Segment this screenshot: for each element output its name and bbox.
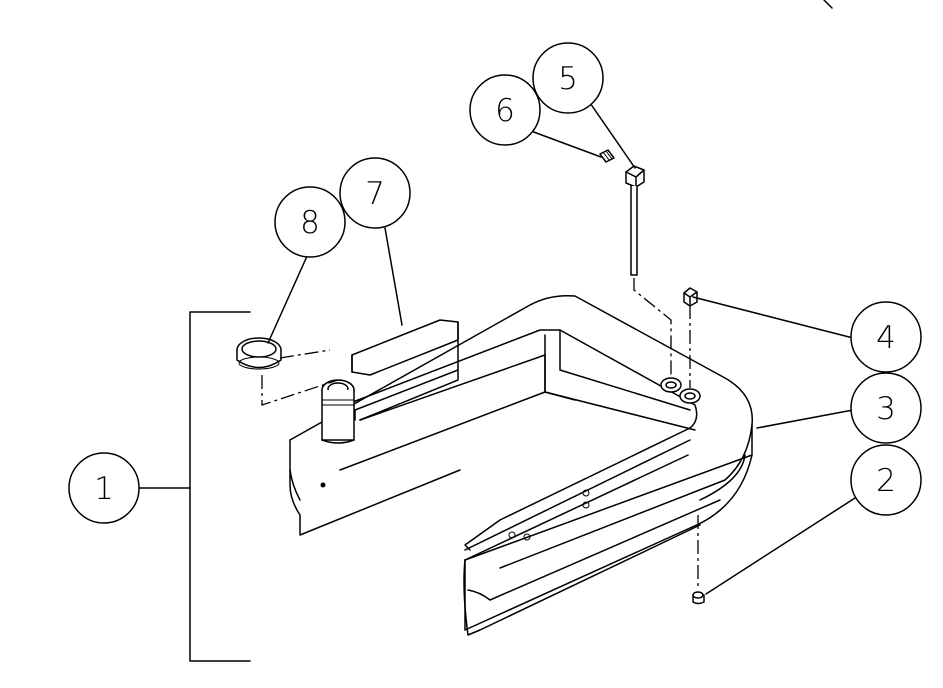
- callout-8-label: 8: [300, 205, 320, 241]
- tray-slot-part: [351, 319, 459, 421]
- elbow-fitting-part: [683, 287, 698, 307]
- cup-fitting: [321, 379, 355, 444]
- callout-1: 1: [68, 452, 140, 524]
- edge-mark: [823, 0, 833, 9]
- rod-part: [625, 165, 645, 276]
- assembly-lines: [261, 278, 699, 590]
- callout-3: 3: [850, 372, 922, 444]
- callout-4: 4: [850, 301, 922, 373]
- callout-7-label: 7: [365, 176, 385, 212]
- cap-part: [236, 337, 282, 370]
- callout-3-label: 3: [876, 391, 896, 427]
- callout-2-label: 2: [876, 463, 896, 499]
- callout-6-label: 6: [495, 93, 515, 129]
- nozzle-part: [599, 149, 615, 163]
- callout-5: 5: [532, 42, 604, 114]
- callout-1-label: 1: [94, 471, 114, 507]
- callout-2: 2: [850, 444, 922, 516]
- base-fittings: [660, 377, 701, 404]
- u-frame-base: [289, 294, 753, 636]
- callout-4-label: 4: [876, 320, 896, 356]
- callout-7: 7: [339, 157, 411, 229]
- callout-5-label: 5: [558, 61, 578, 97]
- callout-6: 6: [469, 74, 541, 146]
- assembly-bracket: [139, 311, 251, 662]
- leader-lines: [267, 99, 856, 595]
- foot-part: [692, 591, 705, 605]
- callout-8: 8: [274, 186, 346, 258]
